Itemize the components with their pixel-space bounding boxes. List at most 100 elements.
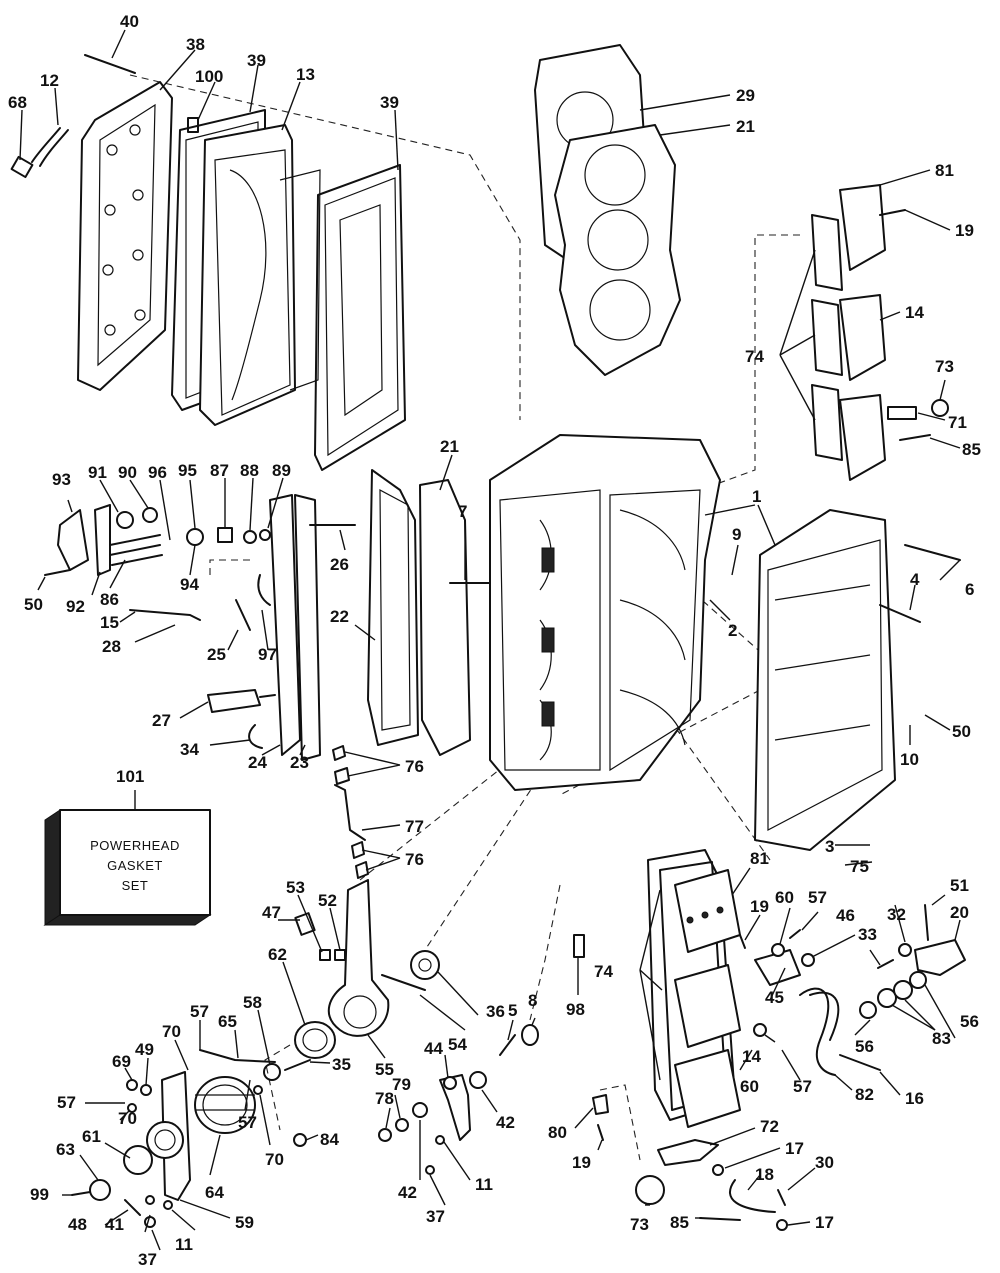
callout: 61: [82, 1127, 101, 1146]
bearing-61: [123, 1145, 153, 1175]
callout: 56: [960, 1012, 979, 1031]
callout: 79: [392, 1075, 411, 1094]
nut-42b: [412, 1102, 428, 1118]
bolt-40: [84, 54, 136, 74]
callout: 26: [330, 555, 349, 574]
callout: 36: [486, 1002, 505, 1021]
thermostat-housing-group: [44, 504, 271, 576]
callout: 10: [900, 750, 919, 769]
callout: 14: [905, 303, 924, 322]
part-11: [163, 1200, 173, 1210]
callout: 41: [105, 1215, 124, 1234]
callout: 70: [162, 1022, 181, 1041]
callout: 34: [180, 740, 199, 759]
callout: 72: [760, 1117, 779, 1136]
callout: 54: [448, 1035, 467, 1054]
screw-48: [124, 1199, 141, 1216]
washer-56b: [859, 1001, 877, 1019]
callout: 27: [152, 711, 171, 730]
washer-56a: [909, 971, 927, 989]
callout: 19: [955, 221, 974, 240]
bracket-20: [877, 904, 966, 976]
bolt-16: [839, 1054, 881, 1071]
callout: 51: [950, 876, 969, 895]
clip-97: [257, 574, 271, 606]
callout: 15: [100, 613, 119, 632]
callout: 85: [962, 440, 981, 459]
gasket-set-line2: GASKET: [107, 858, 163, 873]
callout: 19: [750, 897, 769, 916]
callout: 13: [296, 65, 315, 84]
callout: 80: [548, 1123, 567, 1142]
callout: 46: [836, 906, 855, 925]
callout: 32: [887, 905, 906, 924]
washer-36: [410, 950, 440, 980]
gasket-set-line1: POWERHEAD: [90, 838, 180, 853]
head-gasket-21: [554, 124, 681, 376]
callout: 81: [935, 161, 954, 180]
callout: 45: [765, 988, 784, 1007]
callout: 74: [594, 962, 613, 981]
callout: 55: [375, 1060, 394, 1079]
callout: 83: [932, 1029, 951, 1048]
cylinder-block: [489, 434, 721, 791]
washer-79: [395, 1118, 409, 1132]
callout: 44: [424, 1039, 443, 1058]
callout: 42: [496, 1113, 515, 1132]
callout-numbers: 40 38 39 100 13 39 12 68 29 21 81 19 14 …: [8, 12, 981, 1269]
callout: 6: [965, 580, 974, 599]
callout: 21: [736, 117, 755, 136]
callout: 24: [248, 753, 267, 772]
exhaust-manifold: [199, 124, 321, 426]
clip-80: [592, 1094, 609, 1115]
callout: 59: [235, 1213, 254, 1232]
callout: 49: [135, 1040, 154, 1059]
spark-plug: [207, 689, 276, 713]
callout: 65: [218, 1012, 237, 1031]
hose-edge: [39, 129, 69, 167]
callout: 3: [825, 837, 834, 856]
washer-41: [145, 1195, 155, 1205]
callout: 74: [745, 347, 764, 366]
callout: 30: [815, 1153, 834, 1172]
callout: 39: [380, 93, 399, 112]
callout: 58: [243, 993, 262, 1012]
wrist-pin-65: [199, 1049, 276, 1063]
callout: 75: [850, 857, 869, 876]
callout: 2: [728, 621, 737, 640]
callout: 57: [57, 1093, 76, 1112]
link-rod: [332, 745, 369, 879]
callout: 53: [286, 878, 305, 897]
callout: 57: [793, 1077, 812, 1096]
callout: 93: [52, 470, 71, 489]
connecting-rod-left: [146, 1071, 191, 1201]
callout: 78: [375, 1089, 394, 1108]
plug-73b: [635, 1175, 665, 1205]
gasket-set-line3: SET: [122, 878, 149, 893]
callout: 4: [910, 570, 920, 589]
nut-42a: [469, 1071, 487, 1089]
callout: 92: [66, 597, 85, 616]
fitting: [10, 155, 34, 179]
part-11b: [435, 1135, 445, 1145]
callout: 7: [458, 502, 467, 521]
callout: 19: [572, 1153, 591, 1172]
callout: 98: [566, 1000, 585, 1019]
screw-30: [777, 1189, 786, 1206]
callout: 94: [180, 575, 199, 594]
washer-8: [521, 1024, 539, 1046]
linkage-44: [439, 1074, 471, 1141]
clip-98: [573, 934, 585, 958]
callout: 29: [736, 86, 755, 105]
washer-63: [89, 1179, 111, 1201]
lever-72: [657, 1139, 719, 1166]
cover-gasket-23-24: [269, 494, 321, 761]
washer-69: [126, 1079, 138, 1091]
cable-82-edge: [809, 991, 840, 1041]
callout: 37: [138, 1250, 157, 1269]
plug-73: [931, 399, 949, 417]
callout: 17: [785, 1139, 804, 1158]
callout: 96: [148, 463, 167, 482]
callout: 25: [207, 645, 226, 664]
